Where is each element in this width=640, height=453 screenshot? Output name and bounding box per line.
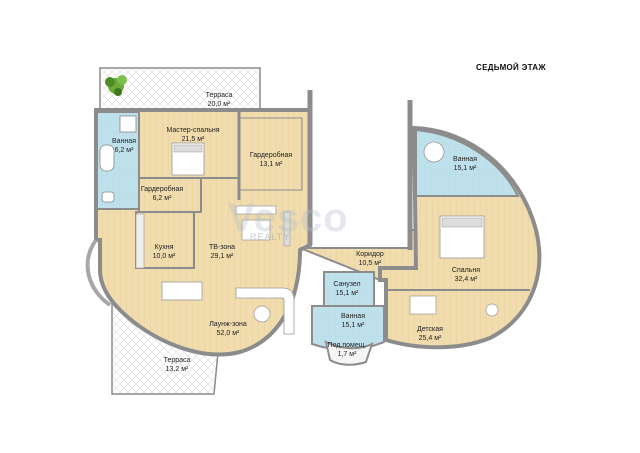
terrace-top-area <box>99 67 261 111</box>
floor-title: СЕДЬМОЙ ЭТАЖ <box>476 63 546 72</box>
wardrobe-13-area <box>239 117 303 191</box>
jacuzzi <box>423 141 445 163</box>
lounge-table <box>253 305 271 323</box>
tv-table <box>241 219 271 241</box>
dining-table <box>161 281 203 301</box>
plant-icon <box>105 75 127 96</box>
kids-chair <box>485 303 499 317</box>
kids-bed <box>409 295 437 315</box>
kitchen-counter <box>135 213 145 269</box>
sink <box>101 191 115 203</box>
kitchen-area <box>135 211 195 269</box>
bathtub <box>99 144 115 172</box>
tv-sofa <box>235 205 277 215</box>
bedroom-bed-pillows <box>441 217 483 228</box>
watermark-subtitle: REALTY <box>250 232 291 242</box>
master-bed-pillows <box>173 144 203 153</box>
lounge-sofa <box>235 287 295 335</box>
tv-unit <box>283 211 291 247</box>
watermark-logo: Vesco <box>228 196 349 240</box>
room-label-utility: Под.помещ.1,7 м² <box>327 342 367 358</box>
shower <box>119 115 137 133</box>
utility-area <box>324 340 374 366</box>
